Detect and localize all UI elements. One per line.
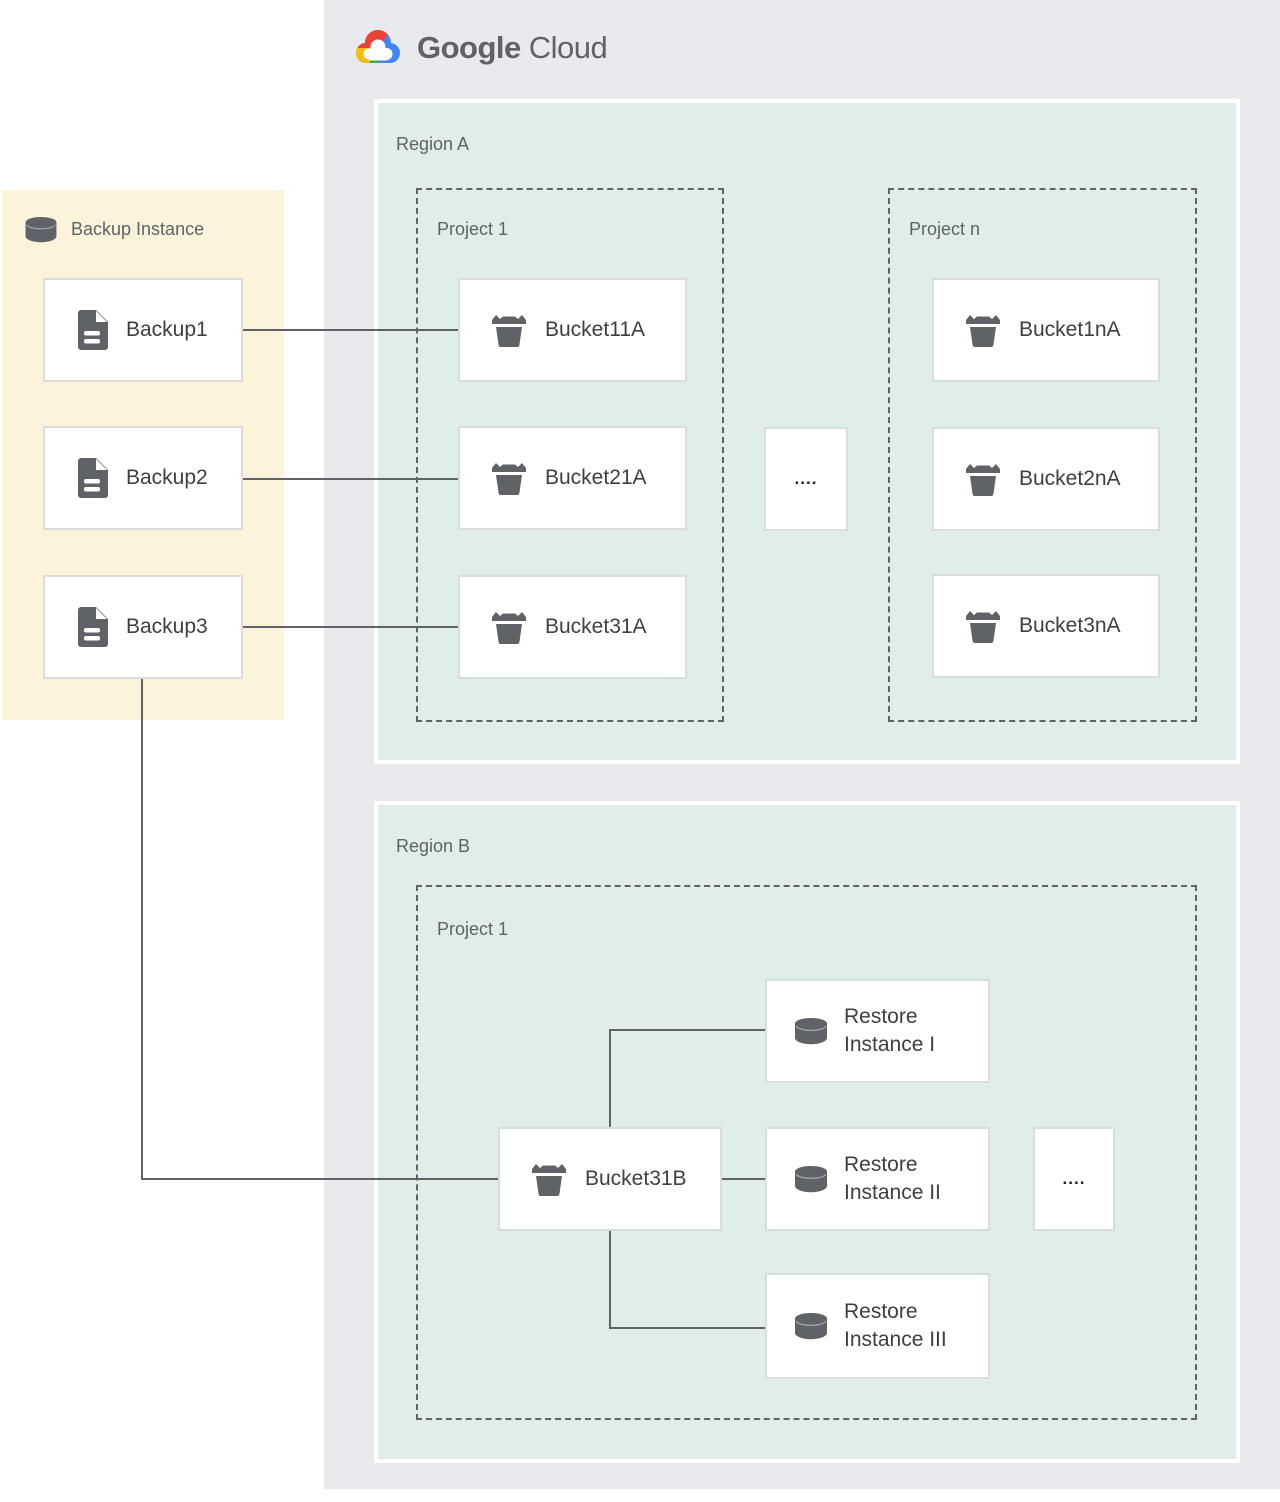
backup2-node: Backup2 [43, 426, 243, 530]
region-a-ellipsis-box: .... [764, 427, 848, 531]
bucket3na-label: Bucket3nA [1019, 614, 1121, 637]
bucket31a-node: Bucket31A [458, 575, 687, 679]
document-icon [75, 606, 109, 648]
bucket2na-node: Bucket2nA [932, 427, 1160, 531]
bucket21a-node: Bucket21A [458, 426, 687, 530]
backup3-label: Backup3 [126, 615, 208, 638]
restore-2-line1: Restore [844, 1153, 918, 1176]
bucket-icon [964, 608, 1002, 644]
restore-1-line1: Restore [844, 1005, 918, 1028]
bucket-icon [490, 609, 528, 645]
logo-brand: Google [417, 30, 521, 65]
bucket-icon [490, 312, 528, 348]
region-b-ellipsis-box: .... [1033, 1127, 1115, 1231]
connector-backup3-bucket31b-horizontal [141, 1178, 498, 1180]
bucket31b-node: Bucket31B [498, 1127, 722, 1231]
bucket-icon [964, 461, 1002, 497]
region-b-label: Region B [396, 836, 471, 856]
backup1-node: Backup1 [43, 278, 243, 382]
connector-bucket31b-restore3-horizontal [609, 1327, 765, 1329]
bucket11a-label: Bucket11A [545, 318, 646, 341]
connector-bucket31b-restore1-horizontal [609, 1029, 765, 1031]
bucket1na-node: Bucket1nA [932, 278, 1160, 382]
backup-panel-header: Backup Instance [22, 216, 204, 243]
connector-backup3-bucket31a [243, 626, 458, 628]
backup-panel-title: Backup Instance [71, 219, 205, 239]
region-a-project-n-label: Project n [909, 219, 981, 239]
document-icon [75, 457, 109, 499]
restore-3-line1: Restore [844, 1300, 918, 1323]
connector-backup1-bucket11a [243, 329, 458, 331]
connector-bucket31b-restore3-vertical [609, 1231, 611, 1328]
bucket-icon [964, 312, 1002, 348]
region-a-project-1-label: Project 1 [437, 219, 509, 239]
restore-2-line2: Instance II [844, 1181, 941, 1204]
bucket-icon [490, 460, 528, 496]
bucket-icon [530, 1161, 568, 1197]
backup3-node: Backup3 [43, 575, 243, 679]
region-a-project-1: Project 1 [416, 188, 724, 722]
document-icon [75, 309, 109, 351]
database-icon [22, 216, 60, 243]
region-a-project-n: Project n [888, 188, 1197, 722]
region-b-project-1: Project 1 [416, 885, 1197, 1420]
connector-bucket31b-restore1-vertical [609, 1030, 611, 1127]
bucket2na-label: Bucket2nA [1019, 467, 1121, 490]
database-icon [793, 1165, 829, 1193]
bucket21a-label: Bucket21A [545, 466, 647, 489]
restore-3-line2: Instance III [844, 1328, 947, 1351]
bucket11a-node: Bucket11A [458, 278, 687, 382]
backup2-label: Backup2 [126, 466, 208, 489]
connector-backup2-bucket21a [243, 478, 458, 480]
region-b-project-1-label: Project 1 [437, 919, 509, 939]
region-a-label: Region A [396, 134, 470, 154]
logo-product: Cloud [528, 30, 608, 65]
backup1-label: Backup1 [126, 318, 208, 341]
bucket3na-node: Bucket3nA [932, 574, 1160, 678]
database-icon [793, 1312, 829, 1340]
restore-1-line2: Instance I [844, 1033, 936, 1056]
database-icon [793, 1017, 829, 1045]
connector-bucket31b-restore2 [722, 1178, 765, 1180]
connector-backup3-down-vertical [141, 679, 143, 1180]
bucket31a-label: Bucket31A [545, 615, 647, 638]
bucket1na-label: Bucket1nA [1019, 318, 1121, 341]
google-cloud-logo-icon [352, 27, 404, 69]
region-b-ellipsis: .... [1062, 1169, 1086, 1188]
region-a-ellipsis: .... [794, 469, 818, 488]
bucket31b-label: Bucket31B [585, 1167, 687, 1190]
